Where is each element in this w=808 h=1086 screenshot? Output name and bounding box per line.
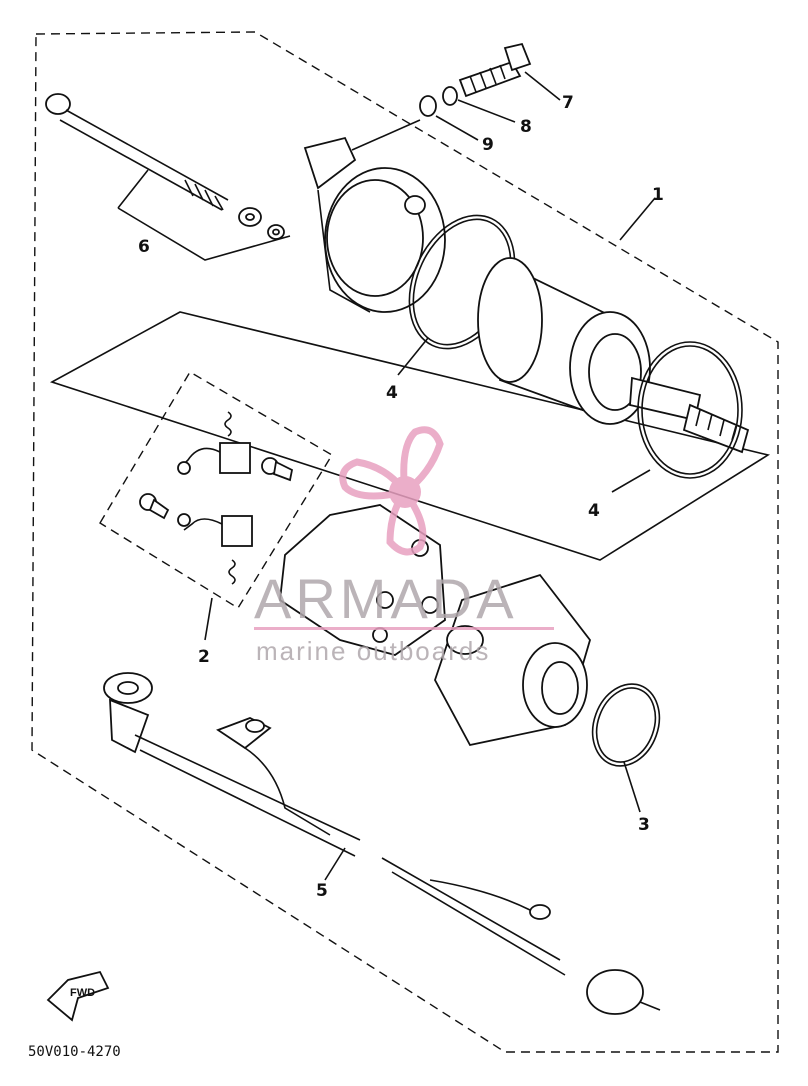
brush-set [139, 411, 294, 585]
callout-7: 7 [562, 93, 574, 113]
lock-washer [442, 86, 458, 106]
callout-1: 1 [652, 185, 664, 205]
callout-6: 6 [138, 237, 150, 257]
callout-2: 2 [198, 647, 210, 667]
callout-9: 9 [482, 135, 494, 155]
starter-cable [103, 672, 661, 1015]
callout-2-leader [204, 597, 213, 641]
callout-8: 8 [520, 117, 532, 137]
o-ring-rear [591, 683, 661, 767]
callout-5-leader [324, 847, 346, 881]
brush-set-boundary [99, 371, 333, 609]
starter-yoke [477, 257, 651, 425]
bolt-washer [238, 207, 285, 240]
callout-5: 5 [316, 881, 328, 901]
through-bolt [45, 93, 229, 211]
callout-9-leader [435, 115, 479, 141]
callout-7-leader [524, 71, 561, 101]
callout-3: 3 [638, 815, 650, 835]
mounting-bolt [458, 42, 532, 98]
brush-holder [279, 504, 446, 656]
callout-4b: 4 [588, 501, 600, 521]
callout-6-leader [117, 169, 291, 261]
callout-8-leader [457, 99, 516, 123]
fwd-label: FWD [70, 987, 95, 999]
callout-4a: 4 [386, 383, 398, 403]
callout-4a-leader [397, 337, 429, 376]
front-bracket [303, 136, 446, 313]
callout-1-leader-top [351, 119, 421, 151]
callout-1-leader [619, 197, 656, 241]
watermark-brand: ARMADA [254, 567, 518, 630]
o-ring-lower-inner [641, 345, 739, 475]
watermark-tagline: marine outboards [256, 636, 490, 666]
o-ring-lower [637, 341, 743, 479]
fwd-arrow: FWD [46, 970, 110, 1022]
callout-3-leader [623, 761, 641, 813]
assembly-boundary [31, 31, 779, 1053]
o-ring-rear-inner [595, 687, 657, 763]
rear-cover [434, 573, 591, 747]
propeller-logo-icon [339, 426, 444, 556]
callout-4b-leader [611, 469, 651, 493]
armada-watermark: ARMADA marine outboards [254, 426, 554, 666]
plain-washer [419, 95, 437, 117]
drawing-code: 50V010-4270 [28, 1044, 121, 1060]
